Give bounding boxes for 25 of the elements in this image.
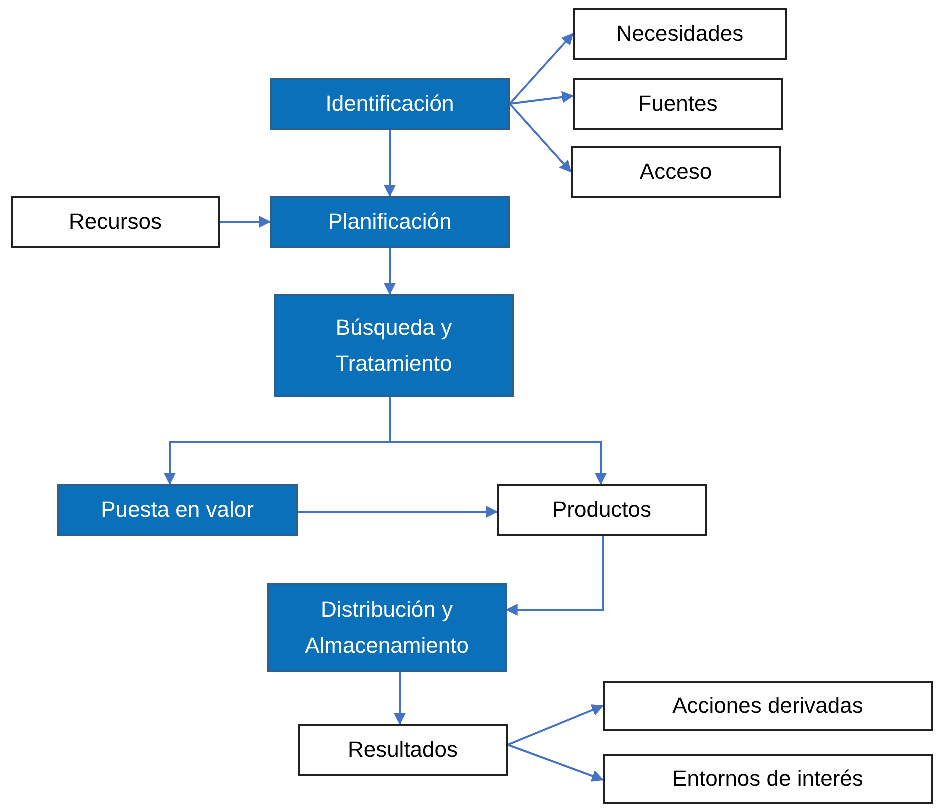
item-box: Resultados — [298, 724, 508, 776]
stage-box: Búsqueda y Tratamiento — [274, 294, 514, 397]
arrow — [220, 216, 272, 228]
stage-box: Planificación — [270, 196, 510, 248]
item-box: Acciones derivadas — [603, 681, 933, 731]
stage-box: Identificación — [270, 78, 510, 130]
item-box: Productos — [497, 484, 707, 536]
item-box: Fuentes — [573, 78, 783, 130]
stage-box: Puesta en valor — [57, 484, 298, 536]
item-box: Recursos — [11, 196, 220, 248]
item-box: Entornos de interés — [603, 754, 933, 804]
item-box: Necesidades — [573, 8, 787, 60]
item-box: Acceso — [571, 146, 781, 198]
arrow — [508, 704, 604, 746]
arrow — [508, 744, 604, 782]
arrow — [394, 672, 406, 726]
arrow — [509, 103, 572, 173]
arrow — [384, 248, 396, 296]
arrow — [298, 506, 498, 518]
arrow — [509, 33, 574, 105]
arrow — [389, 397, 607, 486]
arrow — [506, 536, 604, 616]
arrow — [384, 130, 396, 198]
stage-box: Distribución y Almacenamiento — [267, 583, 507, 672]
arrow — [510, 91, 574, 105]
